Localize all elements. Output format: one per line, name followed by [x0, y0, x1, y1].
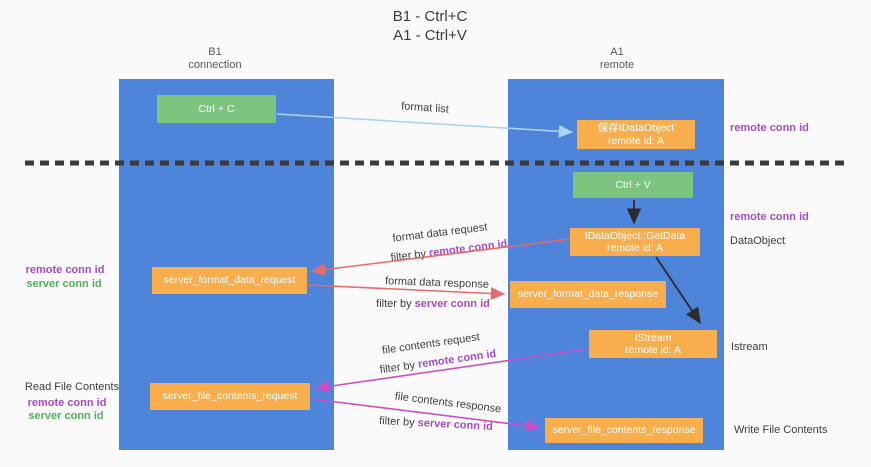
right-column-role: remote — [599, 59, 635, 71]
node-file-response-label: server_file_contents_response — [552, 424, 696, 437]
node-server-file-contents-response: server_file_contents_response — [545, 418, 703, 443]
annotation-left-remote-conn-id-mid: remote conn id — [25, 264, 105, 276]
annotation-read-file-contents: Read File Contents — [24, 381, 120, 393]
annotation-left-remote-conn-id-bottom: remote conn id — [27, 397, 107, 409]
filter-key-remote-conn-id: remote conn id — [428, 237, 508, 260]
node-save-idataobject-remote-id: remote id: A — [607, 134, 665, 147]
annotation-left-server-conn-id-mid: server conn id — [26, 278, 102, 290]
node-ctrl-v-label: Ctrl + V — [615, 178, 651, 191]
title-line-2: A1 - Ctrl+V — [393, 27, 467, 44]
annotation-remote-conn-id-top: remote conn id — [730, 122, 809, 134]
annotation-remote-conn-id-mid: remote conn id — [730, 211, 809, 223]
node-server-format-data-request: server_format_data_request — [152, 267, 307, 294]
node-istream-title: IStream — [634, 331, 672, 344]
node-ctrl-c: Ctrl + C — [157, 95, 276, 123]
node-file-request-label: server_file_contents_request — [162, 390, 298, 403]
flow-label-format-data-response: format data response — [384, 275, 490, 291]
node-server-file-contents-request: server_file_contents_request — [150, 383, 310, 410]
right-column-name: A1 — [610, 46, 624, 58]
annotation-left-server-conn-id-bottom: server conn id — [28, 410, 104, 422]
node-server-format-data-response: server_format_data_response — [510, 281, 666, 308]
annotation-dataobject: DataObject — [730, 235, 786, 247]
node-idataobject-getdata: IDataObject::GetData remote id: A — [570, 228, 700, 256]
flow-label-file-response-filter: filter by server conn id — [379, 415, 493, 433]
annotation-istream: Istream — [731, 341, 768, 353]
node-save-idataobject: 保存IDataObject remote id: A — [577, 120, 695, 149]
left-column-header: B1 connection — [155, 46, 275, 72]
node-format-request-label: server_format_data_request — [163, 274, 296, 287]
flow-label-format-list: format list — [400, 100, 450, 116]
node-getdata-title: IDataObject::GetData — [584, 229, 686, 242]
node-format-response-label: server_format_data_response — [517, 288, 659, 301]
left-column-name: B1 — [208, 46, 222, 58]
filter-by-text: filter by — [390, 247, 430, 265]
diagram-title: B1 - Ctrl+C A1 - Ctrl+V — [330, 7, 530, 45]
right-column-header: A1 remote — [557, 46, 677, 72]
filter-by-text: filter by — [378, 415, 418, 430]
node-ctrl-c-label: Ctrl + C — [198, 102, 235, 115]
flow-label-format-response-filter: filter by server conn id — [376, 298, 490, 310]
filter-key-server-conn-id: server conn id — [414, 298, 490, 310]
flow-label-file-contents-response: file contents response — [394, 390, 502, 416]
node-ctrl-v: Ctrl + V — [573, 172, 693, 198]
filter-by-text: filter by — [379, 358, 419, 377]
left-column-role: connection — [188, 59, 242, 71]
node-getdata-remote-id: remote id: A — [606, 242, 664, 254]
filter-key-remote-conn-id: remote conn id — [417, 347, 497, 371]
node-istream-remote-id: remote id: A — [624, 344, 682, 356]
node-save-idataobject-title: 保存IDataObject — [597, 122, 675, 134]
annotation-write-file-contents: Write File Contents — [734, 424, 828, 436]
filter-by-text: filter by — [376, 298, 415, 310]
node-istream: IStream remote id: A — [589, 330, 717, 358]
filter-key-server-conn-id: server conn id — [417, 417, 494, 433]
title-line-1: B1 - Ctrl+C — [392, 8, 468, 25]
